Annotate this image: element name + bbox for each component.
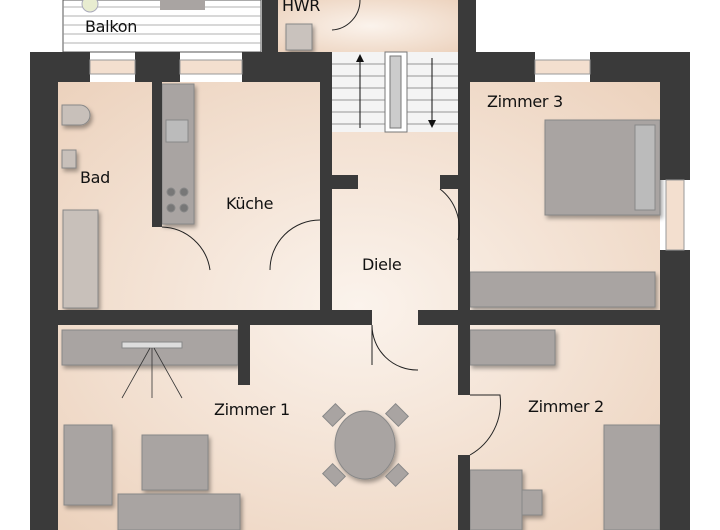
room-label-kueche: Küche (226, 194, 274, 213)
desk (469, 469, 523, 530)
sofa (117, 493, 241, 530)
staircase (330, 51, 458, 133)
room-label-hwr: HWR (282, 0, 321, 15)
room-label-balkon: Balkon (85, 17, 138, 36)
room-label-bad: Bad (80, 168, 111, 187)
bed-zimmer2 (603, 424, 661, 530)
furniture (61, 23, 661, 530)
sink (61, 149, 77, 169)
walls (30, 0, 690, 530)
room-label-zimmer1: Zimmer 1 (214, 400, 290, 419)
wardrobe-zimmer2 (469, 329, 556, 366)
dining-table (334, 410, 396, 480)
toilet (61, 104, 91, 126)
balcony-table (160, 0, 205, 10)
bathtub (62, 209, 99, 309)
room-label-zimmer2: Zimmer 2 (528, 397, 604, 416)
armchair (63, 424, 113, 506)
kitchen-counter (161, 83, 195, 225)
doors (161, 0, 501, 456)
dining-chairs (321, 402, 410, 488)
wardrobe-zimmer3 (469, 271, 656, 308)
desk-chair (521, 489, 543, 516)
windows (89, 59, 685, 251)
room-label-diele: Diele (362, 255, 402, 274)
coffee-table (141, 434, 209, 491)
boiler (285, 23, 313, 51)
balcony (62, 0, 262, 53)
plant-icon (81, 0, 99, 13)
room-label-zimmer3: Zimmer 3 (487, 92, 563, 111)
